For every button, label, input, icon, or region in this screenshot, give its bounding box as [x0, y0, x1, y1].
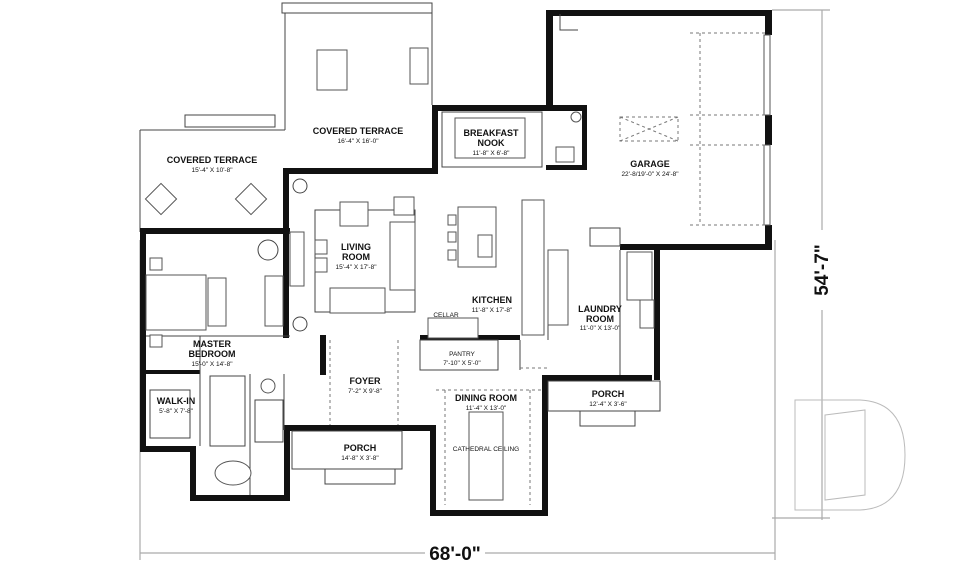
armchair [339, 201, 369, 227]
svg-text:COVERED TERRACE: COVERED TERRACE [167, 155, 258, 165]
outdoor-table [316, 49, 348, 91]
lounge-chair [144, 182, 178, 216]
plant-icon [292, 316, 308, 332]
svg-text:DINING ROOM: DINING ROOM [455, 393, 517, 403]
room-label-kitchen: KITCHEN 11'-8" X 17'-8" [472, 295, 513, 314]
laundry-furniture [547, 227, 655, 329]
bed [145, 274, 207, 331]
vanity [209, 375, 246, 447]
room-label-breakfast-nook: BREAKFAST NOOK 11'-8" X 6'-8" [463, 128, 519, 157]
svg-text:5'-8" X 7'-8": 5'-8" X 7'-8" [159, 408, 194, 415]
master-bedroom-furniture [145, 239, 284, 486]
svg-text:PANTRY: PANTRY [449, 351, 475, 358]
svg-text:LAUNDRY: LAUNDRY [578, 304, 622, 314]
room-label-master-bedroom: MASTER BEDROOM 15'-0" X 14'-8" [189, 339, 236, 368]
svg-text:CELLAR: CELLAR [433, 312, 459, 319]
exterior-walls [140, 10, 772, 516]
svg-text:11'-4" X 13'-0": 11'-4" X 13'-0" [466, 405, 507, 412]
porches [291, 380, 661, 485]
svg-text:15'-0" X 14'-8": 15'-0" X 14'-8" [191, 361, 233, 368]
svg-text:11'-8" X 17'-8": 11'-8" X 17'-8" [472, 307, 513, 314]
kitchen-furniture [427, 199, 545, 339]
svg-text:7'-10" X 5'-0": 7'-10" X 5'-0" [443, 360, 481, 367]
room-label-cellar: CELLAR [433, 312, 459, 319]
svg-text:15'-4" X 17'-8": 15'-4" X 17'-8" [335, 264, 377, 271]
svg-text:12'-4" X 3'-6": 12'-4" X 3'-6" [589, 401, 627, 408]
interior-walls [146, 250, 621, 505]
sofa [329, 287, 386, 314]
svg-text:22'-8/19'-0" X 24'-8": 22'-8/19'-0" X 24'-8" [621, 171, 679, 178]
svg-text:16'-4" X 16'-0": 16'-4" X 16'-0" [337, 138, 379, 145]
room-label-walk-in: WALK-IN 5'-8" X 7'-8" [157, 396, 196, 415]
garage-doors [559, 14, 771, 226]
svg-text:11'-8" X 6'-8": 11'-8" X 6'-8" [473, 150, 511, 157]
svg-text:11'-0" X 13'-0": 11'-0" X 13'-0" [580, 325, 621, 332]
room-label-covered-terrace-left: COVERED TERRACE 15'-4" X 10'-8" [167, 155, 258, 174]
svg-text:BEDROOM: BEDROOM [189, 349, 236, 359]
kitchen-counter [521, 199, 545, 336]
sink [477, 234, 493, 258]
breakfast-nook [441, 111, 543, 168]
room-label-porch-front: PORCH 14'-8" X 3'-8" [341, 443, 379, 462]
fireplace [289, 231, 305, 287]
svg-text:KITCHEN: KITCHEN [472, 295, 512, 305]
shower [254, 399, 284, 443]
svg-text:LIVING: LIVING [341, 242, 371, 252]
svg-text:PORCH: PORCH [592, 389, 625, 399]
room-label-laundry-room: LAUNDRY ROOM 11'-0" X 13'-0" [578, 304, 622, 332]
garage-closet [546, 105, 587, 170]
svg-text:PORCH: PORCH [344, 443, 377, 453]
nook-table [454, 117, 526, 159]
room-label-covered-terrace-center: COVERED TERRACE 16'-4" X 16'-0" [313, 126, 404, 145]
bathtub [214, 460, 252, 486]
lounge-chair [234, 182, 268, 216]
svg-text:14'-8" X 3'-8": 14'-8" X 3'-8" [341, 455, 379, 462]
svg-text:ROOM: ROOM [586, 314, 614, 324]
svg-text:15'-4" X 10'-8": 15'-4" X 10'-8" [191, 167, 233, 174]
svg-text:NOOK: NOOK [478, 138, 506, 148]
plant-icon [292, 178, 308, 194]
dimension-lines [139, 9, 830, 560]
outdoor-bench [409, 47, 429, 85]
svg-text:GARAGE: GARAGE [630, 159, 670, 169]
watermark-logo [794, 399, 906, 511]
svg-text:CATHEDRAL CEILING: CATHEDRAL CEILING [453, 446, 519, 453]
svg-text:FOYER: FOYER [349, 376, 381, 386]
svg-text:WALK-IN: WALK-IN [157, 396, 196, 406]
dining-table [468, 411, 504, 501]
cellar-cabinet [427, 317, 479, 339]
room-label-pantry: PANTRY 7'-10" X 5'-0" [443, 351, 481, 367]
living-room-furniture [289, 178, 416, 332]
room-label-porch-side: PORCH 12'-4" X 3'-6" [589, 389, 627, 408]
svg-text:ROOM: ROOM [342, 252, 370, 262]
svg-text:COVERED TERRACE: COVERED TERRACE [313, 126, 404, 136]
svg-text:BREAKFAST: BREAKFAST [463, 128, 519, 138]
toilet [260, 378, 276, 394]
dining-furniture [468, 411, 504, 501]
room-label-foyer: FOYER 7'-2" X 9'-8" [348, 376, 383, 395]
room-label-garage: GARAGE 22'-8/19'-0" X 24'-8" [621, 159, 679, 178]
svg-text:MASTER: MASTER [193, 339, 232, 349]
room-label-dining-room: DINING ROOM 11'-4" X 13'-0" CATHEDRAL CE… [453, 393, 519, 453]
covered-terrace-center [281, 2, 433, 130]
overall-depth-label: 54'-7" [812, 244, 833, 296]
room-label-living-room: LIVING ROOM 15'-4" X 17'-8" [335, 242, 377, 271]
svg-text:7'-2" X 9'-8": 7'-2" X 9'-8" [348, 388, 383, 395]
sofa [389, 221, 416, 291]
overall-width-label: 68'-0" [429, 544, 481, 565]
covered-terrace-left [139, 114, 285, 232]
